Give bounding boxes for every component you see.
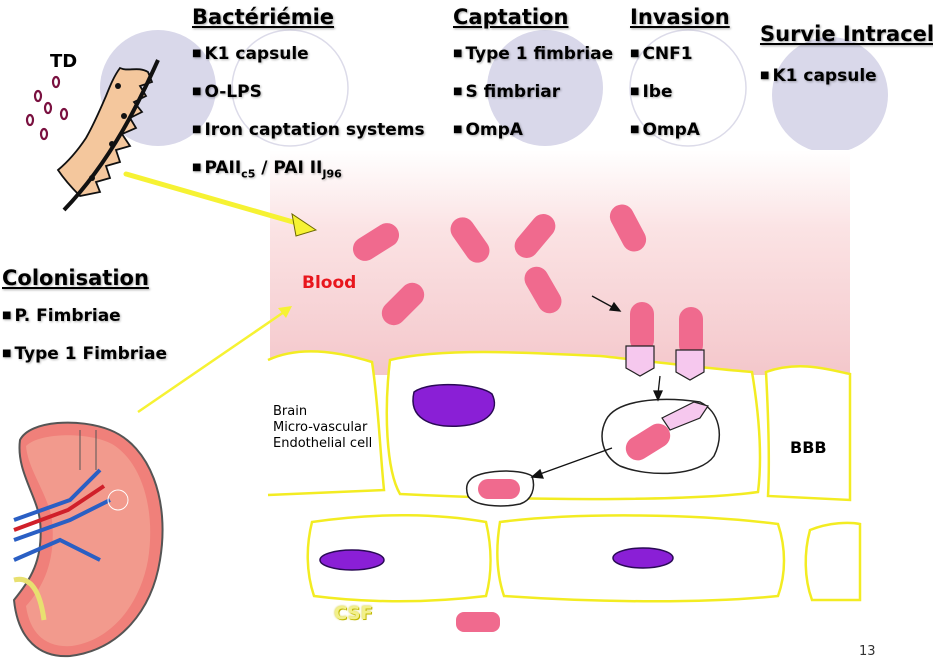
td-label: TD [50, 51, 78, 72]
blood-label: Blood [302, 273, 357, 293]
captation-heading: Captation [453, 5, 569, 29]
arrow-head [291, 212, 318, 237]
endothelial-label: Brain Micro-vascular Endothelial cell [273, 404, 373, 451]
bacterium [524, 266, 562, 314]
bacterium [352, 223, 400, 261]
kidney-illustration [12, 421, 164, 658]
pathway-arrows [530, 295, 664, 479]
outline-circle [629, 29, 747, 147]
bacteriemie-item: ■Iron captation systems [192, 120, 425, 140]
bacterium-vacuole [478, 479, 520, 499]
survie-item: ■K1 capsule [760, 66, 877, 86]
bacterium [450, 217, 490, 263]
colonisation-item: ■P. Fimbriae [2, 306, 121, 326]
csf-label: CSF [334, 603, 373, 624]
nucleus [412, 383, 496, 427]
bacterium-internalized [625, 423, 671, 461]
outline-circle [231, 29, 349, 147]
arrow-head [278, 306, 292, 318]
endothelial-cell-right [764, 365, 852, 502]
yellow-arrows [123, 171, 318, 414]
epithelium [56, 66, 154, 197]
bacterium [609, 204, 647, 252]
bacterium [514, 214, 556, 258]
bacteriemie-heading: Bactériémie [192, 5, 335, 29]
epithelium-base [62, 59, 160, 212]
nucleus [612, 547, 674, 569]
nucleus [319, 549, 385, 571]
bacterium-csf [456, 612, 500, 632]
invasion-item: ■CNF1 [630, 44, 693, 64]
blood-lower [270, 150, 850, 375]
receptors [625, 345, 709, 431]
page-number: 13 [859, 644, 876, 659]
csf-cell-left [306, 514, 492, 603]
captation-item: ■OmpA [453, 120, 523, 140]
ureter [13, 576, 47, 621]
bacteriemie-item: ■O-LPS [192, 82, 262, 102]
nuclei [319, 383, 674, 571]
colonisation-item: ■Type 1 Fimbriae [2, 344, 168, 364]
receptor [675, 349, 705, 381]
bacteria [352, 204, 703, 632]
cell-left-strip [267, 350, 386, 497]
survie-heading: Survie Intracell. [760, 22, 933, 46]
bbb-label: BBB [790, 438, 827, 457]
csf-cell-right [804, 521, 862, 602]
lavender-circle [487, 30, 603, 146]
bacteriemie-item: ■K1 capsule [192, 44, 309, 64]
lavender-circle [772, 37, 888, 153]
invasion-item: ■Ibe [630, 82, 673, 102]
captation-item: ■Type 1 fimbriae [453, 44, 614, 64]
kidney-cortex [26, 435, 151, 647]
invasion-heading: Invasion [630, 5, 730, 29]
bacterium-attached [630, 302, 654, 352]
bacteriemie-pai-item: ■PAIIc5 / PAI IIJ96 [192, 158, 342, 181]
ecoli-dots [25, 75, 69, 141]
receptor [625, 345, 655, 377]
colonisation-heading: Colonisation [2, 266, 149, 290]
bacterium-attached [679, 307, 703, 357]
renal-vessels [13, 468, 111, 562]
receptor-internalized [661, 401, 709, 431]
intestine-illustration [25, 59, 160, 212]
bacterium [381, 282, 425, 326]
captation-item: ■S fimbriar [453, 82, 561, 102]
invasion-item: ■OmpA [630, 120, 700, 140]
